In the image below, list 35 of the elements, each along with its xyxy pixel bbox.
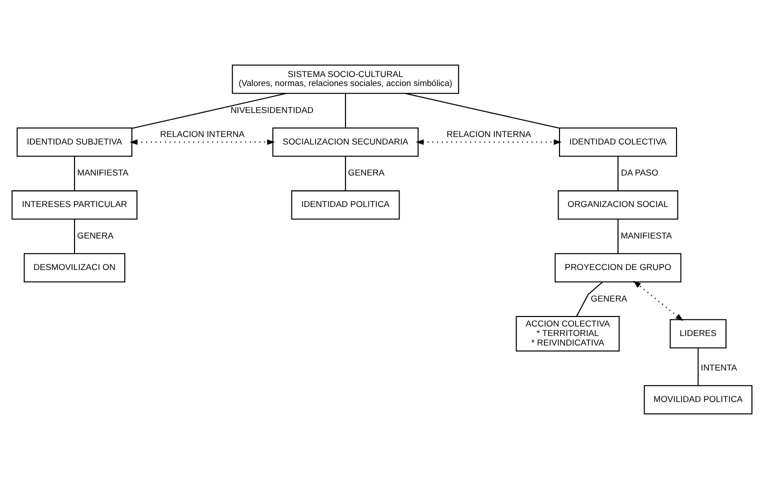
node-box: DESMOVILIZACI ON	[24, 253, 126, 282]
connector	[404, 92, 560, 129]
connector	[618, 219, 619, 254]
connector	[576, 282, 603, 317]
node-box: IDENTIDAD COLECTIVA	[559, 127, 678, 157]
node-box: INTERESES PARTICULAR	[12, 190, 138, 220]
edge-label: GENERA	[348, 168, 385, 178]
connector	[344, 156, 346, 191]
connector	[698, 348, 699, 386]
arrow	[633, 280, 684, 322]
edge-label: GENERA	[77, 230, 114, 241]
node-box: SOCIALIZACION SECUNDARIA	[272, 127, 419, 157]
connector	[618, 156, 619, 191]
edge-label: MANIFIESTA	[77, 168, 128, 178]
edge-label: MANIFIESTA	[620, 230, 672, 241]
connector	[74, 156, 76, 191]
edge-label: RELACION INTERNA	[446, 129, 531, 140]
connector	[132, 92, 286, 129]
edge-label: DA PASO	[620, 168, 658, 178]
node-box: IDENTIDAD POLITICA	[291, 190, 400, 220]
edge-label: NIVELESIDENTIDAD	[230, 104, 314, 115]
arrow	[416, 139, 562, 145]
node-box: ORGANIZACION SOCIAL	[558, 190, 678, 220]
arrow	[130, 139, 275, 145]
node-box: MOVILIDAD POLITICA	[644, 385, 752, 414]
connector	[74, 219, 76, 254]
node-box: IDENTIDAD SUBJETIVA	[16, 127, 132, 157]
connector	[344, 94, 346, 128]
edge-label: INTENTA	[700, 362, 738, 373]
edge-label: GENERA	[590, 293, 628, 304]
node-box: ACCION COLECTIVA * TERRITORIAL * REIVINDICATIVA	[516, 316, 620, 352]
node-box: PROYECCION DE GRUPO	[554, 253, 682, 282]
node-box: LIDERES	[670, 319, 727, 348]
node-box: SISTEMA SOCIO-CULTURAL (Valores, normas, relaciones sociales, accion simbólica)	[232, 64, 460, 94]
edge-label: RELACION INTERNA	[160, 129, 245, 140]
